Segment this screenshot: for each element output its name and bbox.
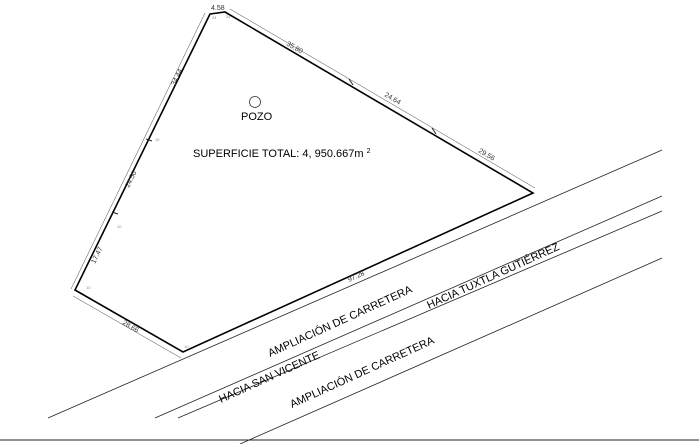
dim-label-west-2: 24.50 — [125, 170, 139, 189]
well-marker — [249, 96, 261, 108]
dim-label-south: 97.28 — [347, 270, 366, 284]
tick-west-2 — [111, 211, 119, 215]
edge-ticks — [111, 78, 437, 215]
road-edge-line-1 — [47, 149, 663, 419]
dim-line-southwest — [72, 295, 182, 359]
vertex-id: 10 — [184, 344, 189, 349]
dim-label-ne-3: 29.56 — [477, 148, 496, 163]
vertex-id: 10 — [117, 224, 122, 229]
dim-label-west-1: 34.44 — [171, 68, 185, 87]
tick-west-1 — [145, 138, 153, 142]
vertex-id: 24 — [212, 15, 217, 20]
vertex-id: 10 — [155, 137, 160, 142]
surface-label: SUPERFICIE TOTAL: 4, 950.667m 2 — [193, 148, 371, 160]
dimension-lines — [70, 8, 536, 359]
surface-superscript: 2 — [367, 148, 371, 155]
dim-line-west — [70, 12, 206, 290]
tick-ne-2 — [431, 127, 437, 135]
tick-ne-1 — [348, 78, 354, 86]
road-edge-line-4 — [239, 257, 663, 444]
vertex-id: 24 — [226, 14, 231, 19]
parcel-boundary — [73, 11, 535, 353]
road-label-ampliacion-2: AMPLIACIÓN DE CARRETERA — [288, 333, 437, 410]
vertex-ids: 24 24 10 10 10 10 — [86, 14, 231, 349]
surface-label-text: SUPERFICIE TOTAL: 4, 950.667m — [193, 148, 364, 160]
dim-label-top: 4.58 — [211, 5, 225, 12]
dim-label-west-3: 17.47 — [91, 246, 105, 265]
road-edge-line-2 — [154, 195, 663, 419]
road-lines — [47, 149, 663, 444]
vertex-id: 10 — [86, 285, 91, 290]
dim-line-north — [229, 8, 536, 189]
road-label-tuxtla: HACIA TUXTLA GUTIÉRREZ — [425, 240, 562, 312]
well-label: POZO — [241, 111, 273, 123]
road-edge-line-3 — [177, 210, 663, 419]
